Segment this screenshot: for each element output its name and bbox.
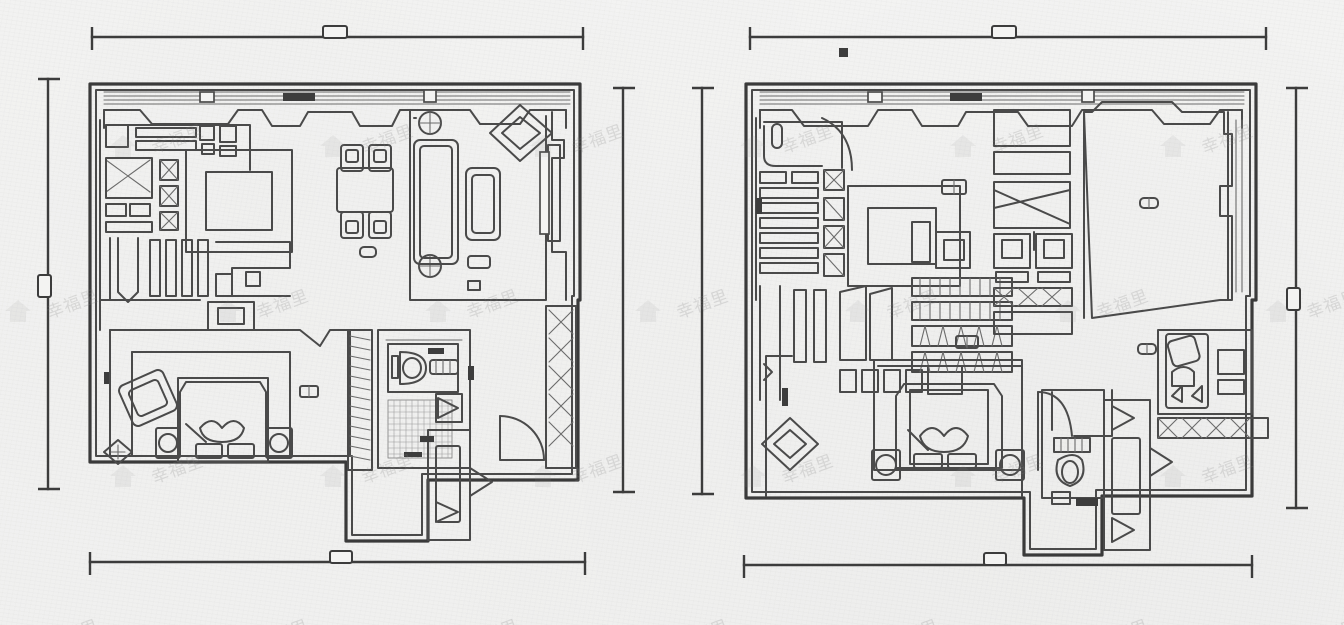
left-unit-balcony xyxy=(499,305,577,469)
left-unit-top-window-band xyxy=(103,89,571,105)
right-unit-dining-set xyxy=(993,109,1073,335)
right-unit-bathroom xyxy=(1037,389,1113,506)
left-unit-bottom-dimension xyxy=(88,550,587,575)
left-unit-outer-walls xyxy=(88,82,582,543)
right-unit-living-room xyxy=(1083,101,1243,319)
right-unit-master-bedroom xyxy=(761,335,1025,497)
left-unit-living-room xyxy=(409,104,567,301)
left-unit-entry-corridor xyxy=(420,393,493,541)
right-unit-outer-walls xyxy=(744,82,1258,557)
left-unit-master-bedroom xyxy=(103,329,351,465)
left-unit-top-dimension xyxy=(90,25,585,50)
right-unit-floorplan xyxy=(692,25,1308,578)
left-unit-corridor-hatch xyxy=(347,329,373,471)
left-unit-kitchen xyxy=(99,119,293,331)
left-unit-left-dimension xyxy=(37,77,60,491)
right-unit-bottom-dimension xyxy=(742,552,1254,578)
right-unit-entry-corridor xyxy=(1103,399,1269,551)
right-unit-top-window-band xyxy=(759,89,1245,105)
left-unit-right-dimension xyxy=(613,86,635,494)
left-unit-floorplan xyxy=(37,25,635,575)
left-unit-dining-set xyxy=(336,144,394,258)
right-unit-kitchen xyxy=(755,117,963,401)
right-unit-balcony xyxy=(1137,329,1253,415)
right-unit-right-dimension xyxy=(1286,86,1308,510)
right-unit-left-dimension xyxy=(692,86,714,496)
right-unit-top-dimension xyxy=(748,25,1268,57)
